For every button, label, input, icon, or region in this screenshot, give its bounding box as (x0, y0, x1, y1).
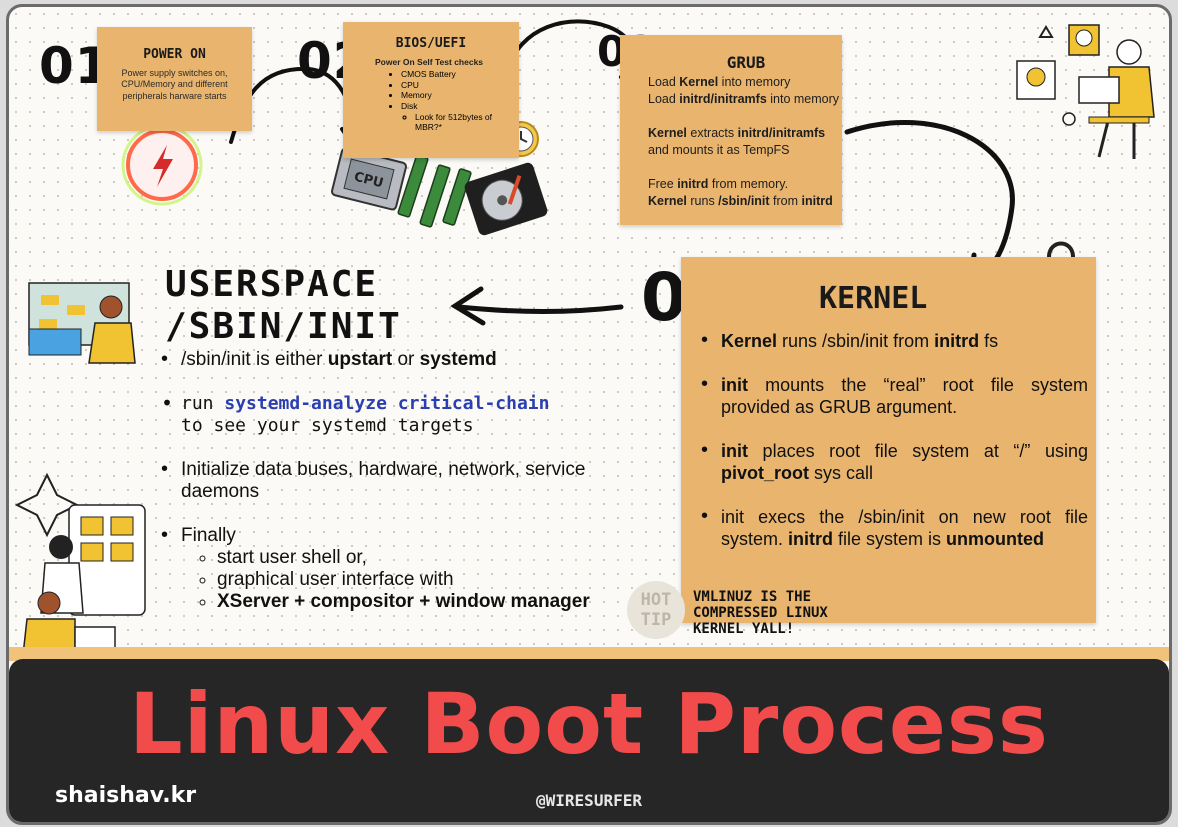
userspace-item-1: /sbin/init is either upstart or systemd (159, 348, 629, 371)
bios-title: BIOS/UEFI (395, 36, 467, 51)
bios-checks-list: CMOS Battery CPU Memory Disk Look for 51… (385, 69, 509, 133)
bios-item: Memory (401, 90, 509, 101)
bios-item: CPU (401, 80, 509, 91)
userspace-title: USERSPACE /SBIN/INIT (165, 264, 402, 347)
kernel-bullet-3: init places root file system at “/” usin… (699, 439, 1088, 484)
divider-strip (9, 647, 1169, 661)
ram-icon (397, 154, 472, 228)
userspace-item-4: Finally start user shell or, graphical u… (159, 524, 629, 613)
main-title: Linux Boot Process (129, 675, 1049, 773)
lightning-icon (121, 124, 203, 206)
infographic-frame: CPU (6, 4, 1172, 825)
grub-line-5: Free initrd from memory. (648, 177, 789, 191)
userspace-item-2: run systemd-analyze critical-chain to se… (159, 392, 629, 437)
bios-heading: Power On Self Test checks (375, 57, 484, 67)
userspace-subitem: XServer + compositor + window manager (217, 591, 629, 613)
userspace-list: /sbin/init is either upstart or systemd … (159, 348, 629, 613)
title-banner (9, 659, 1169, 822)
userspace-subitem: graphical user interface with (217, 569, 629, 591)
author-handle: @WIRESURFER (536, 791, 642, 810)
bios-item: CMOS Battery (401, 69, 509, 80)
person-laptop-illustration (1016, 24, 1155, 159)
kernel-bullet-1: Kernel runs /sbin/init from initrd fs (699, 329, 1088, 352)
grub-title: GRUB (726, 53, 766, 72)
bios-item: Disk (401, 101, 509, 112)
svg-text:CPU: CPU (352, 170, 384, 192)
bios-note: BIOS/UEFI Power On Self Test checks CMOS… (343, 22, 519, 158)
power-on-text: Power supply switches on, CPU/Memory and… (121, 68, 228, 101)
grub-line-6: Kernel runs /sbin/init from initrd (648, 194, 833, 208)
hdd-icon (464, 162, 548, 236)
kernel-title: KERNEL (819, 281, 928, 316)
grub-line-3: Kernel extracts initrd/initramfs (648, 126, 826, 140)
userspace-item-3: Initialize data buses, hardware, network… (159, 458, 629, 503)
grub-line-1: Load Kernel into memory (648, 75, 791, 89)
arrow-4-to-userspace (456, 304, 624, 314)
grub-line-2: Load initrd/initramfs into memory (648, 92, 840, 106)
cpu-icon: CPU (331, 147, 407, 211)
userspace-subitem: start user shell or, (217, 547, 629, 569)
kernel-bullet-4: init execs the /sbin/init on new root fi… (699, 505, 1088, 550)
power-on-title: POWER ON (143, 47, 206, 62)
kernel-note: KERNEL Kernel runs /sbin/init from initr… (627, 257, 1096, 639)
grub-note: GRUB Load Kernel into memory Load initrd… (620, 35, 842, 225)
kernel-bullet-2: init mounts the “real” root file system … (699, 373, 1088, 418)
author-name: shaishav.kr (55, 783, 197, 808)
power-on-note: POWER ON Power supply switches on, CPU/M… (97, 27, 252, 131)
bios-subitem: Look for 512bytes of MBR?* (415, 112, 509, 133)
puzzle-team-illustration (14, 472, 146, 656)
presenter-illustration (28, 282, 136, 364)
grub-line-4: and mounts it as TempFS (648, 143, 790, 157)
